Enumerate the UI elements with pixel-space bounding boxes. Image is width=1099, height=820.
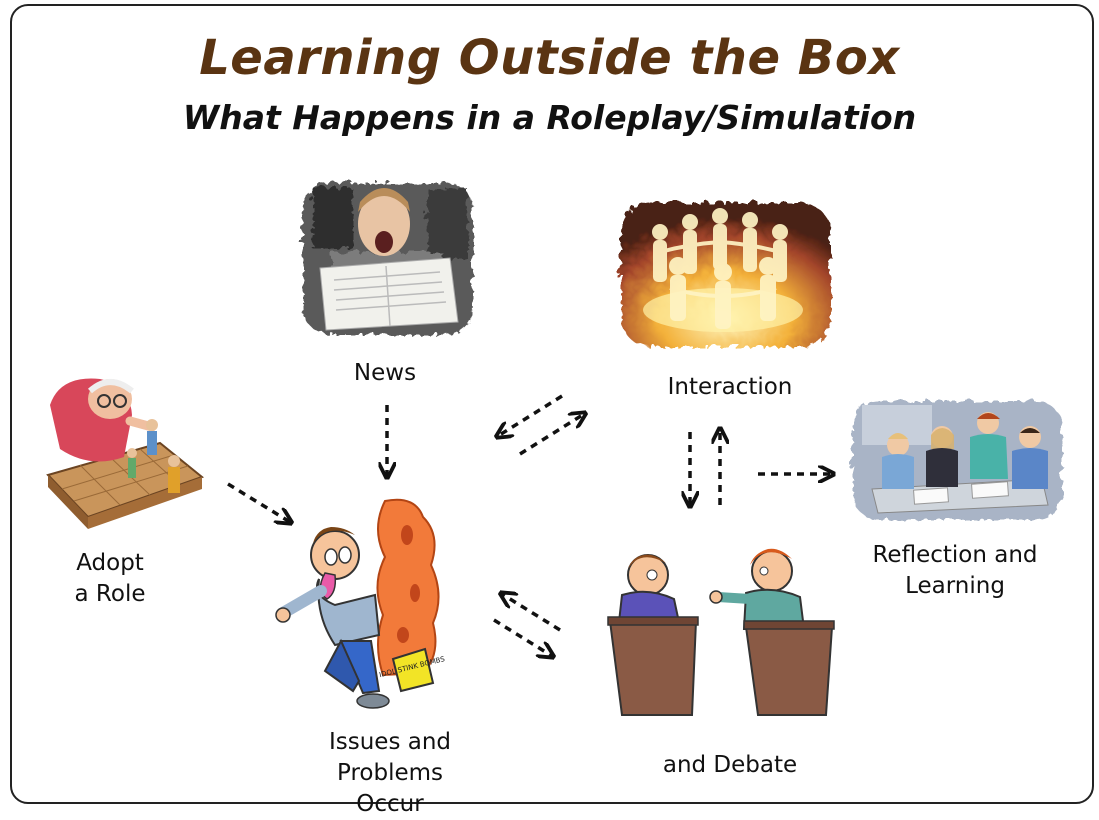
issues-label-line1: Issues and [328,729,452,755]
reflection-label: Reflection and Learning [850,540,1060,602]
arrow-issues-to-debate [493,618,552,656]
debate-image [600,535,840,725]
diagram-subtitle: What Happens in a Roleplay/Simulation [182,98,917,137]
adopt-role-image [40,365,210,535]
arrow-debate-to-issues [502,594,561,632]
news-image [290,172,480,342]
news-label: News [353,360,417,386]
arrow-issues-to-interaction [519,414,584,456]
issues-image: IDOL STINK BOMBS [275,495,475,715]
adopt-role-label-line2: a Role [74,581,146,607]
debate-label: and Debate [662,752,798,778]
adopt-role-label-line1: Adopt [76,550,144,576]
diagram-title: Learning Outside the Box [199,30,900,86]
interaction-image [608,192,838,352]
interaction-label: Interaction [667,374,793,400]
reflection-image [842,393,1067,523]
reflection-label-line1: Reflection and [872,542,1038,568]
arrow-interaction-to-issues [498,394,563,436]
arrow-adopt-to-issues [227,482,290,522]
adopt-role-label: Adopt a Role [50,548,170,610]
reflection-label-line2: Learning [905,573,1005,599]
